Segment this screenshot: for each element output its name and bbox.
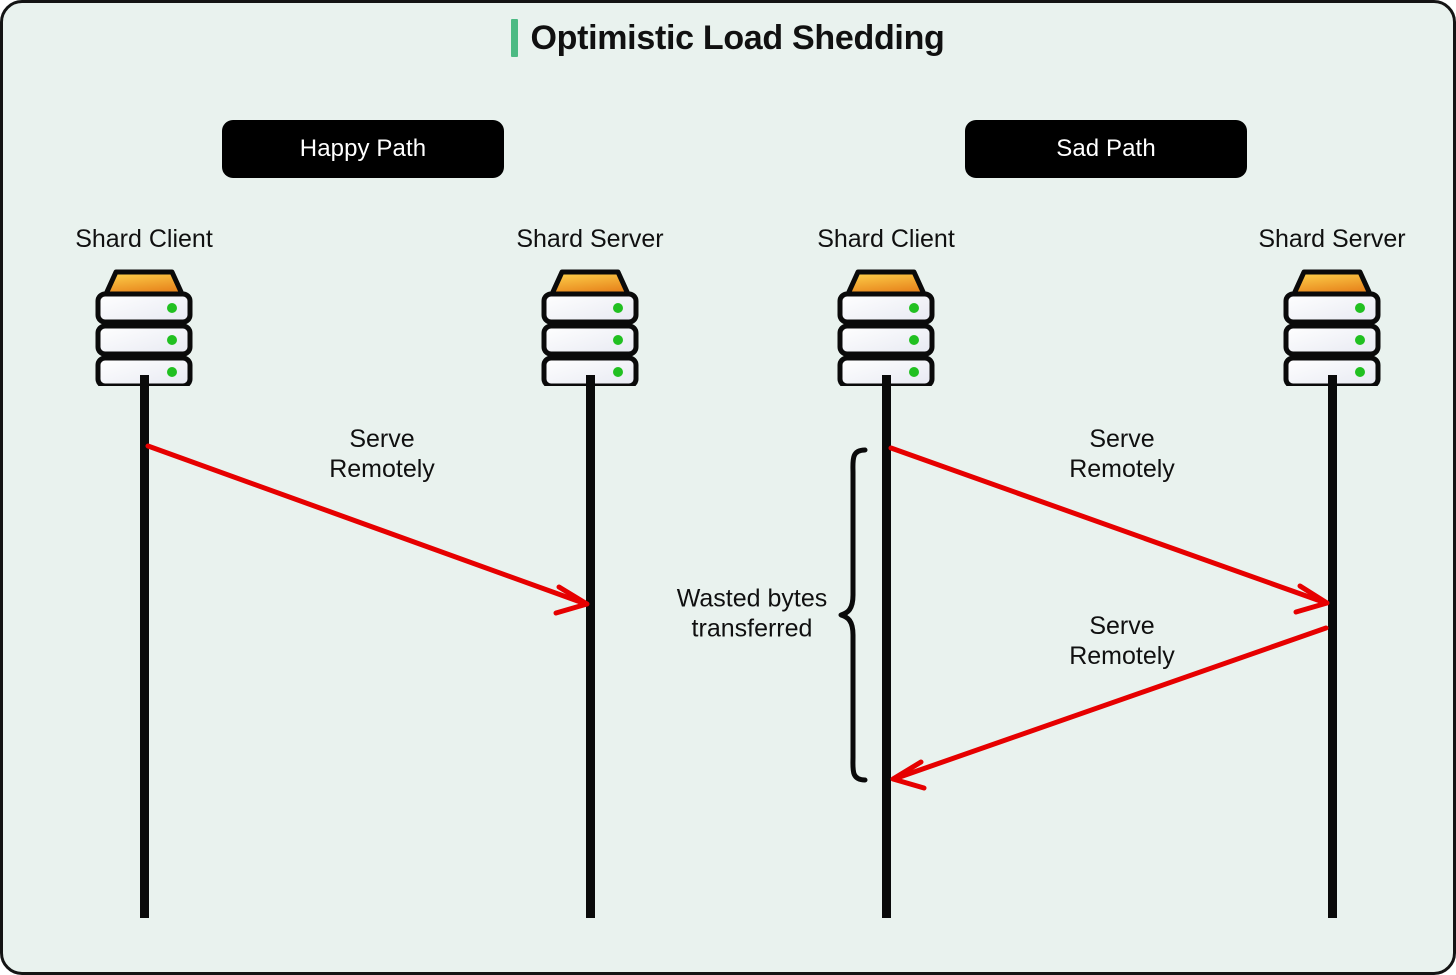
lifeline-shard-client-sad — [881, 375, 891, 918]
badge-sad-path[interactable]: Sad Path — [965, 120, 1247, 178]
badge-happy-path-label: Happy Path — [299, 135, 427, 162]
participant-shard-server-happy[interactable]: Shard Server — [490, 227, 690, 386]
server-rack-icon — [837, 269, 935, 386]
wasted-bytes-brace-icon — [838, 447, 868, 783]
title-accent-bar — [511, 19, 519, 57]
page-title: Optimistic Load Shedding — [3, 19, 1453, 57]
lifeline-shard-server-sad — [1327, 375, 1337, 918]
server-rack-icon — [95, 269, 193, 386]
participant-shard-server-sad[interactable]: Shard Server — [1232, 227, 1432, 386]
lifeline-shard-client-happy — [139, 375, 149, 918]
participant-label: Shard Server — [1258, 225, 1406, 253]
participant-shard-client-sad[interactable]: Shard Client — [786, 227, 986, 386]
message-label-serve-remotely-sad-response: Serve Remotely — [1069, 612, 1175, 670]
badge-happy-path[interactable]: Happy Path — [222, 120, 504, 178]
message-label-serve-remotely-happy: Serve Remotely — [329, 425, 435, 483]
participant-label: Shard Client — [75, 225, 213, 253]
participant-shard-client-happy[interactable]: Shard Client — [44, 227, 244, 386]
annotation-label-wasted-bytes: Wasted bytes transferred — [676, 584, 828, 643]
participant-label: Shard Server — [516, 225, 664, 253]
lifeline-shard-server-happy — [585, 375, 595, 918]
message-label-serve-remotely-sad-request: Serve Remotely — [1069, 425, 1175, 483]
server-rack-icon — [541, 269, 639, 386]
badge-sad-path-label: Sad Path — [1056, 135, 1156, 162]
title-text: Optimistic Load Shedding — [530, 19, 945, 57]
participant-label: Shard Client — [817, 225, 955, 253]
server-rack-icon — [1283, 269, 1381, 386]
